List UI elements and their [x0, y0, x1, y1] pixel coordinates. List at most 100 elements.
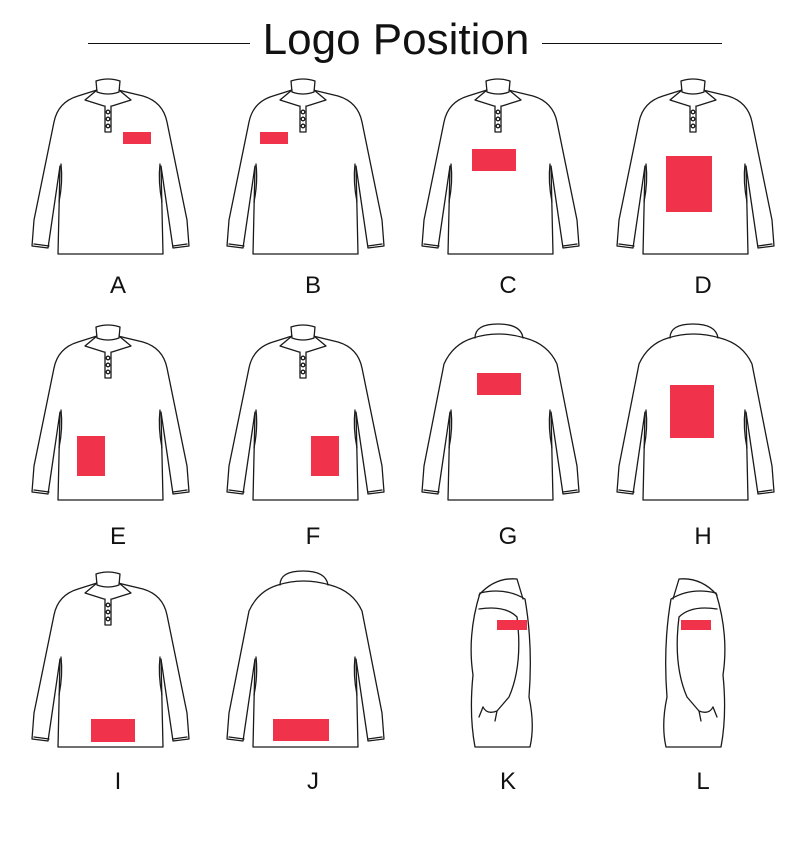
shirt-detail — [111, 89, 132, 107]
shirt-detail — [104, 105, 112, 133]
shirt-detail — [111, 582, 132, 600]
shirt-detail — [757, 243, 773, 247]
position-label: I — [114, 768, 122, 795]
placket-button — [105, 123, 111, 129]
placket-button — [105, 355, 111, 361]
shirt-detail — [158, 409, 163, 449]
placket-button — [105, 362, 111, 368]
placket-button — [690, 109, 696, 115]
position-e: E — [23, 318, 213, 558]
placket-button — [300, 355, 306, 361]
shirt-detail — [253, 656, 258, 696]
shirt-detail — [306, 335, 327, 353]
shirt-front-a — [31, 78, 190, 255]
logo-mark-lower-right-front — [77, 436, 105, 476]
page-title: Logo Position — [262, 15, 530, 64]
shirt-detail — [299, 105, 307, 133]
shirt-detail — [172, 489, 188, 493]
position-label: K — [499, 768, 516, 795]
shirt-detail — [172, 243, 188, 247]
shirt-back-g — [421, 323, 580, 501]
shirt-detail — [562, 489, 578, 493]
shirt-detail — [172, 736, 188, 740]
shirt-detail — [423, 243, 440, 247]
logo-mark-left-sleeve — [681, 620, 711, 630]
placket-button — [300, 362, 306, 368]
shirt-back-j — [226, 570, 385, 748]
shirt-detail — [618, 489, 635, 493]
title-rule-left — [88, 43, 250, 44]
shirt-detail — [279, 335, 300, 353]
shirt-collar-band — [95, 571, 121, 588]
position-label: F — [305, 523, 321, 550]
header: Logo Position — [0, 0, 800, 80]
placket-button — [300, 116, 306, 122]
shirt-detail — [353, 409, 358, 449]
shirt-detail — [643, 409, 648, 449]
placket-button — [105, 109, 111, 115]
position-i: I — [23, 565, 213, 805]
shirt-detail — [33, 489, 50, 493]
placket-button — [105, 609, 111, 615]
position-label: B — [304, 272, 321, 299]
placket-button — [300, 369, 306, 375]
placket-button — [300, 123, 306, 129]
shirt-detail — [474, 323, 524, 339]
logo-mark-full-front — [666, 156, 712, 212]
shirt-detail — [712, 706, 718, 718]
position-b: B — [218, 72, 408, 312]
shirt-detail — [104, 598, 112, 626]
shirt-detail — [676, 607, 718, 713]
logo-mark-lower-left-front — [311, 436, 339, 476]
shirt-detail — [353, 163, 358, 203]
placket-button — [105, 602, 111, 608]
shirt-detail — [158, 163, 163, 203]
shirt-detail — [84, 582, 105, 600]
shirt-front-f — [226, 324, 385, 501]
shirt-front-i — [31, 571, 190, 748]
shirt-collar-band — [290, 324, 316, 341]
placket-button — [105, 616, 111, 622]
logo-mark-upper-back — [477, 373, 521, 395]
shirt-detail — [494, 710, 498, 722]
position-label: D — [694, 272, 712, 299]
shirt-detail — [279, 89, 300, 107]
shirt-detail — [448, 163, 453, 203]
placket-button — [495, 116, 501, 122]
shirt-detail — [84, 89, 105, 107]
shirt-detail — [478, 706, 484, 718]
shirt-detail — [548, 409, 553, 449]
logo-mark-bottom-back — [273, 719, 329, 741]
position-g: G — [413, 318, 603, 558]
logo-mark-right-chest — [260, 132, 288, 144]
position-label: A — [109, 272, 126, 299]
shirt-detail — [353, 656, 358, 696]
shirt-detail — [548, 163, 553, 203]
shirt-detail — [698, 710, 702, 722]
shirt-detail — [58, 656, 63, 696]
shirt-detail — [33, 736, 50, 740]
placket-button — [300, 109, 306, 115]
position-h: H — [608, 318, 798, 558]
shirt-detail — [228, 736, 245, 740]
shirt-detail — [104, 351, 112, 379]
placket-button — [105, 369, 111, 375]
position-label: E — [109, 523, 126, 550]
shirt-detail — [501, 89, 522, 107]
shirt-collar-band — [95, 78, 121, 95]
shirt-detail — [111, 335, 132, 353]
logo-mark-center-chest — [472, 149, 516, 171]
position-label: C — [499, 272, 517, 299]
shirt-detail — [618, 243, 635, 247]
logo-mark-full-back — [670, 385, 714, 438]
shirt-detail — [58, 409, 63, 449]
shirt-detail — [478, 607, 520, 713]
position-d: D — [608, 72, 798, 312]
shirt-body — [421, 333, 580, 501]
shirt-detail — [253, 163, 258, 203]
shirt-detail — [757, 489, 773, 493]
shirt-front-c — [421, 78, 580, 255]
shirt-detail — [253, 409, 258, 449]
shirt-detail — [279, 570, 329, 586]
position-c: C — [413, 72, 603, 312]
